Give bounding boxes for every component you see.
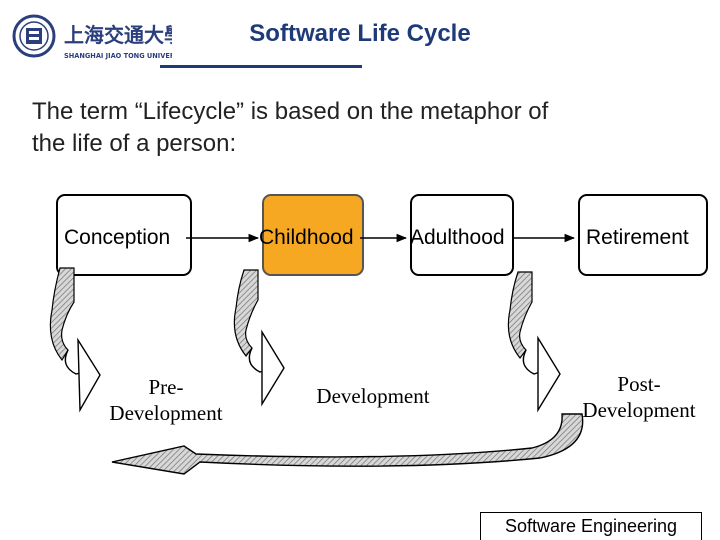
title-underline (160, 65, 362, 68)
stage-box-retirement (578, 194, 708, 276)
phase-label-post-development: Post- Development (582, 372, 696, 422)
phase-label-pre-development: Pre- Development (109, 375, 223, 425)
university-seal-icon: 上海交通大學 SHANGHAI JIAO TONG UNIVERSITY (12, 14, 192, 60)
curved-connector-pre-development (49, 267, 101, 413)
stage-label-retirement: Retirement (586, 226, 689, 249)
university-logo: 上海交通大學 SHANGHAI JIAO TONG UNIVERSITY (12, 12, 192, 64)
footer-label: Software Engineering (480, 512, 702, 540)
logo-en-text: SHANGHAI JIAO TONG UNIVERSITY (64, 52, 172, 60)
intro-text: The term “Lifecycle” is based on the met… (32, 98, 549, 157)
stage-label-adulthood: Adulthood (410, 226, 505, 249)
stage-label-conception: Conception (64, 226, 171, 249)
stage-box-conception (56, 194, 192, 276)
stage-box-childhood (262, 194, 364, 276)
return-arrow (111, 413, 584, 475)
curved-connector-development (233, 269, 285, 407)
slide-title: Software Life Cycle (249, 20, 471, 47)
logo-cn-text: 上海交通大學 (64, 23, 172, 47)
curved-connector-post-development (507, 271, 561, 413)
phase-label-development: Development (316, 384, 430, 408)
stage-box-adulthood (410, 194, 514, 276)
stage-label-childhood: Childhood (259, 226, 354, 249)
